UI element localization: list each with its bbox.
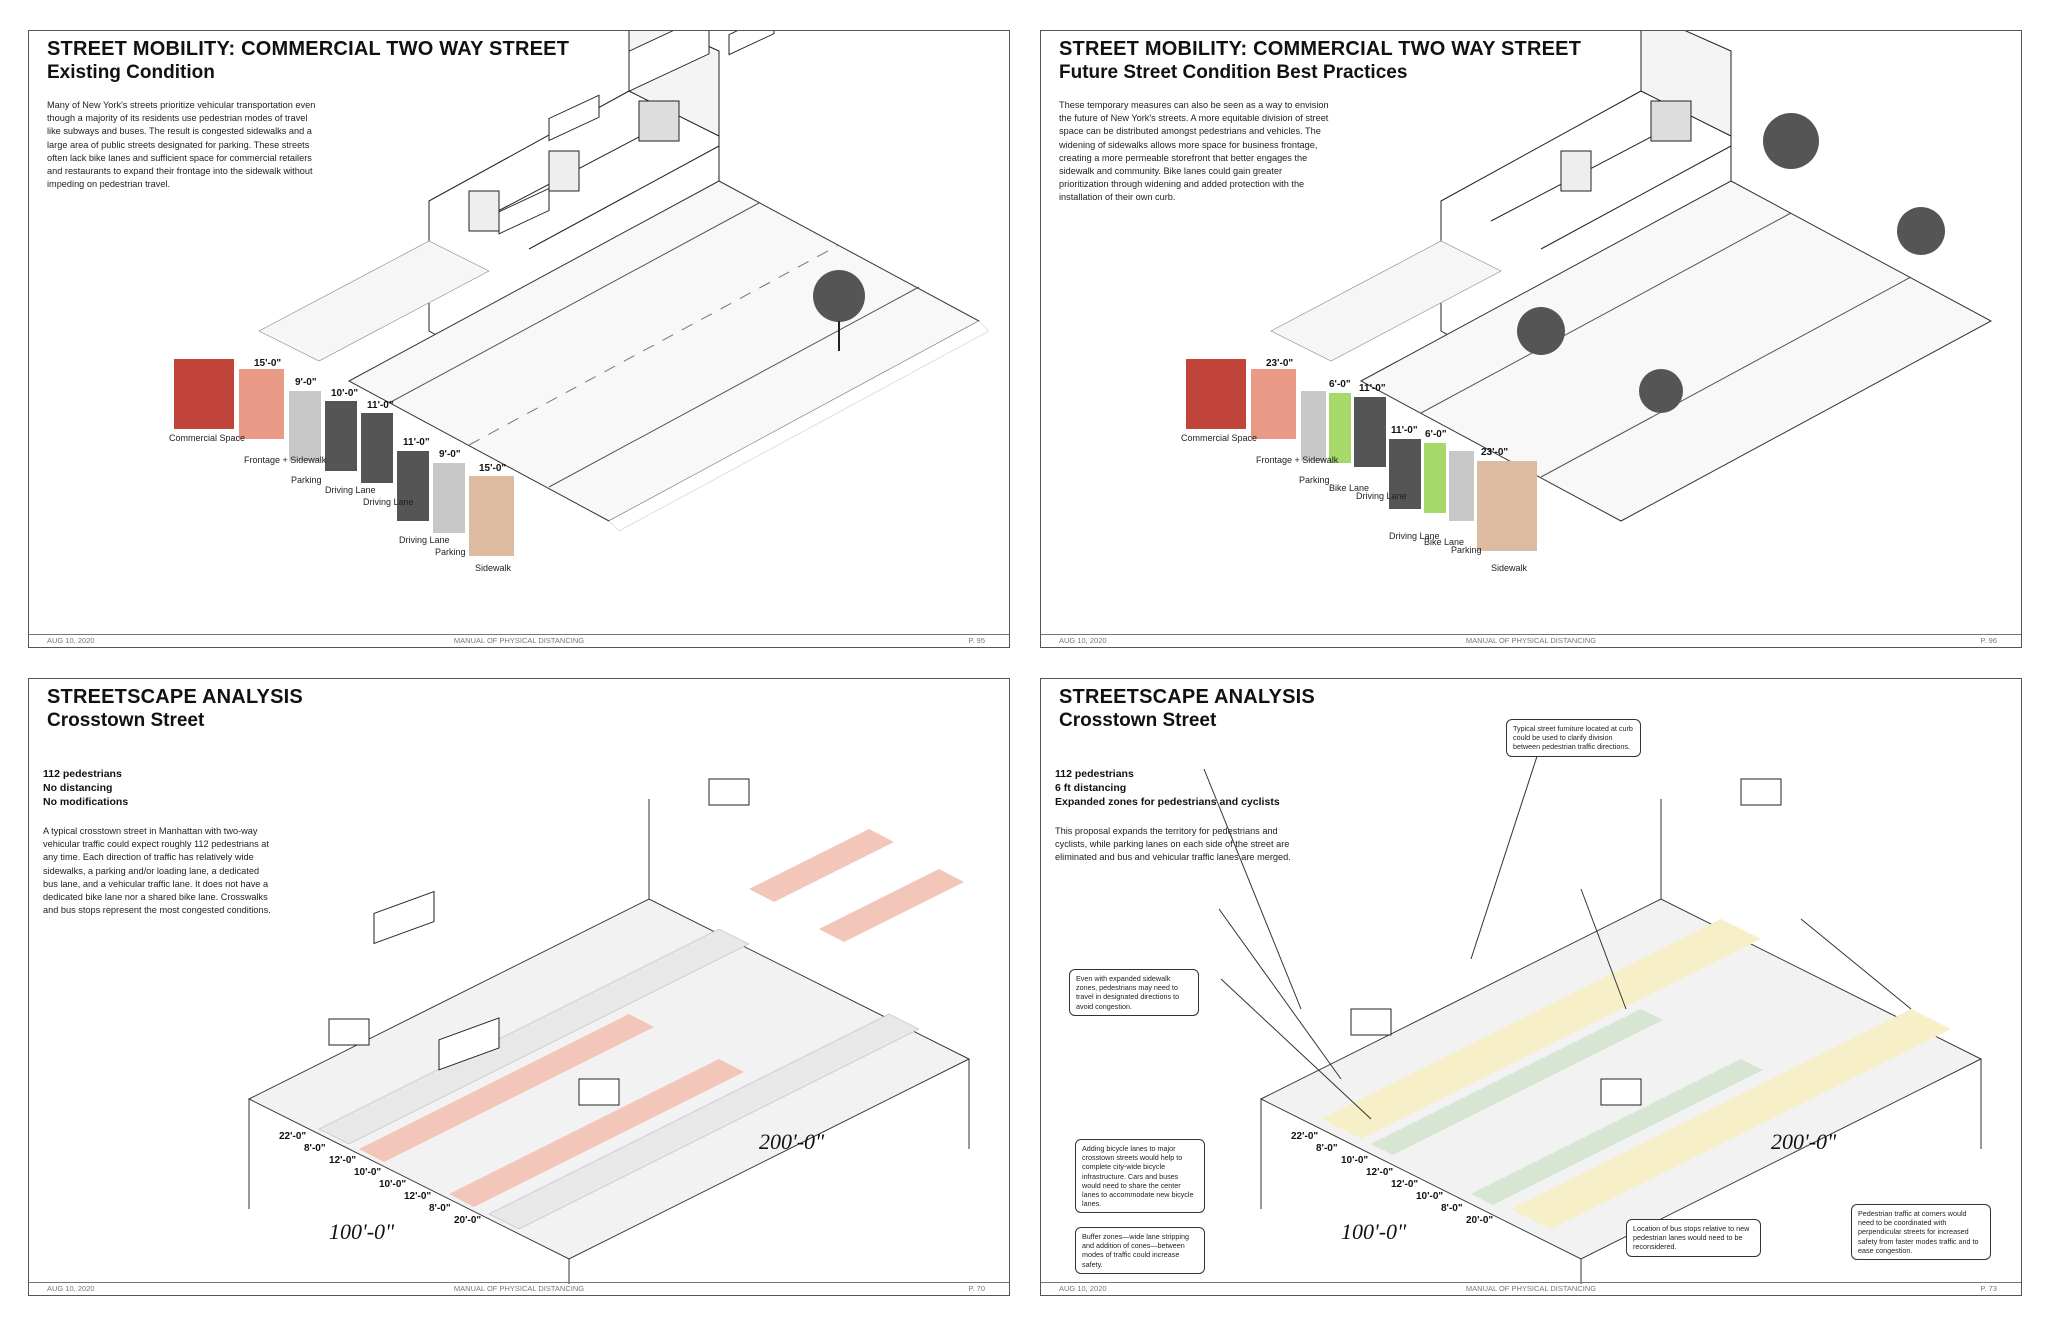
- svg-text:Driving Lane: Driving Lane: [1356, 491, 1407, 501]
- svg-text:22'-0": 22'-0": [279, 1131, 306, 1142]
- svg-text:Bike Lane: Bike Lane: [1329, 483, 1369, 493]
- zone-labels: Commercial Space Frontage + Sidewalk Par…: [1181, 433, 1528, 573]
- panel-title: STREETSCAPE ANALYSIS: [47, 686, 303, 708]
- svg-text:Driving Lane: Driving Lane: [399, 535, 450, 545]
- callout-bus-stops: Location of bus stops relative to new pe…: [1626, 1219, 1761, 1257]
- panel-subtitle: Future Street Condition Best Practices: [1059, 62, 1408, 83]
- page-footer: AUG 10, 2020 MANUAL OF PHYSICAL DISTANCI…: [1041, 634, 2021, 647]
- section-dimensions: 22'-0" 8'-0" 10'-0" 12'-0" 12'-0" 10'-0"…: [1291, 1131, 1493, 1226]
- tree-icon: [1517, 113, 1945, 413]
- streetscape-drawing-proposal: 22'-0" 8'-0" 10'-0" 12'-0" 12'-0" 10'-0"…: [1203, 743, 1983, 1284]
- section-dimensions: 22'-0" 8'-0" 12'-0" 10'-0" 10'-0" 12'-0"…: [279, 1131, 481, 1226]
- svg-text:Parking: Parking: [435, 547, 466, 557]
- svg-text:Sidewalk: Sidewalk: [475, 563, 512, 573]
- callout-street-furniture: Typical street furniture located at curb…: [1506, 719, 1641, 757]
- dimension-short: 100'-0": [329, 1219, 395, 1244]
- section-color-bars: [1186, 359, 1537, 551]
- svg-text:Commercial Space: Commercial Space: [169, 433, 245, 443]
- bike-zone: [1371, 1009, 1763, 1205]
- svg-text:12'-0": 12'-0": [329, 1155, 356, 1166]
- svg-text:11'-0": 11'-0": [367, 400, 394, 411]
- svg-text:20'-0": 20'-0": [454, 1215, 481, 1226]
- panel-body-text: These temporary measures can also be see…: [1059, 100, 1329, 203]
- svg-text:Bike Lane: Bike Lane: [1424, 537, 1464, 547]
- panel-body-text: This proposal expands the territory for …: [1055, 826, 1291, 863]
- section-dimensions: 15'-0" 9'-0" 10'-0" 11'-0" 11'-0" 9'-0" …: [254, 358, 506, 474]
- panel-title: STREETSCAPE ANALYSIS: [1059, 686, 1315, 708]
- dimension-long: 200'-0": [1771, 1129, 1837, 1154]
- svg-text:10'-0": 10'-0": [379, 1179, 406, 1190]
- callout-leaders: [1203, 743, 1912, 1120]
- svg-text:8'-0": 8'-0": [1441, 1203, 1463, 1214]
- svg-text:23'-0": 23'-0": [1481, 447, 1508, 458]
- bus-lane-band: [359, 829, 964, 1207]
- svg-text:8'-0": 8'-0": [429, 1203, 451, 1214]
- svg-text:8'-0": 8'-0": [1316, 1143, 1338, 1154]
- svg-text:9'-0": 9'-0": [439, 449, 461, 460]
- stats-block: 112 pedestrians 6 ft distancing Expanded…: [1055, 768, 1280, 808]
- svg-text:11'-0": 11'-0": [403, 437, 430, 448]
- callout-pedestrian-corners: Pedestrian traffic at corners would need…: [1851, 1204, 1991, 1261]
- panel-title: STREET MOBILITY: COMMERCIAL TWO WAY STRE…: [1059, 38, 1582, 60]
- dimension-long: 200'-0": [759, 1129, 825, 1154]
- panel-existing-condition: STREET MOBILITY: COMMERCIAL TWO WAY STRE…: [28, 30, 1010, 648]
- panel-subtitle: Existing Condition: [47, 62, 215, 83]
- zone-labels: Commercial Space Frontage + Sidewalk Par…: [169, 433, 512, 573]
- svg-text:15'-0": 15'-0": [254, 358, 281, 369]
- svg-text:12'-0": 12'-0": [1366, 1167, 1393, 1178]
- panel-streetscape-proposal: STREETSCAPE ANALYSIS Crosstown Street 11…: [1040, 678, 2022, 1296]
- panel-subtitle: Crosstown Street: [47, 710, 205, 731]
- street-section-drawing-existing: 15'-0" 9'-0" 10'-0" 11'-0" 11'-0" 9'-0" …: [169, 31, 990, 573]
- stats-block: 112 pedestrians No distancing No modific…: [43, 768, 129, 808]
- svg-text:Commercial Space: Commercial Space: [1181, 433, 1257, 443]
- panel-body-text: A typical crosstown street in Manhattan …: [43, 826, 271, 916]
- callout-bicycle-lanes: Adding bicycle lanes to major crosstown …: [1075, 1139, 1205, 1214]
- svg-text:11'-0": 11'-0": [1359, 383, 1386, 394]
- streetscape-drawing-existing: 22'-0" 8'-0" 12'-0" 10'-0" 10'-0" 12'-0"…: [247, 778, 971, 1284]
- svg-text:10'-0": 10'-0": [1341, 1155, 1368, 1166]
- panel-streetscape-existing: STREETSCAPE ANALYSIS Crosstown Street 11…: [28, 678, 1010, 1296]
- svg-text:10'-0": 10'-0": [331, 388, 358, 399]
- svg-text:9'-0": 9'-0": [295, 377, 317, 388]
- svg-text:Sidewalk: Sidewalk: [1491, 563, 1528, 573]
- panel-subtitle: Crosstown Street: [1059, 710, 1217, 731]
- street-section-drawing-future: 23'-0" 6'-0" 11'-0" 11'-0" 6'-0" 23'-0" …: [1181, 31, 1993, 573]
- svg-text:Driving Lane: Driving Lane: [363, 497, 414, 507]
- panel-title: STREET MOBILITY: COMMERCIAL TWO WAY STRE…: [47, 38, 570, 60]
- svg-text:10'-0": 10'-0": [1416, 1191, 1443, 1202]
- svg-text:10'-0": 10'-0": [354, 1167, 381, 1178]
- svg-text:11'-0": 11'-0": [1391, 425, 1418, 436]
- tree-icon: [813, 270, 865, 351]
- svg-text:Parking: Parking: [1451, 545, 1482, 555]
- svg-text:Frontage + Sidewalk: Frontage + Sidewalk: [244, 455, 327, 465]
- dimension-short: 100'-0": [1341, 1219, 1407, 1244]
- svg-text:8'-0": 8'-0": [304, 1143, 326, 1154]
- svg-text:Frontage + Sidewalk: Frontage + Sidewalk: [1256, 455, 1339, 465]
- svg-text:Parking: Parking: [291, 475, 322, 485]
- panel-future-condition: STREET MOBILITY: COMMERCIAL TWO WAY STRE…: [1040, 30, 2022, 648]
- page-footer: AUG 10, 2020 MANUAL OF PHYSICAL DISTANCI…: [29, 1282, 1009, 1295]
- page-footer: AUG 10, 2020 MANUAL OF PHYSICAL DISTANCI…: [29, 634, 1009, 647]
- svg-text:6'-0": 6'-0": [1329, 379, 1351, 390]
- panel-body-text: Many of New York's streets prioritize ve…: [47, 100, 316, 190]
- svg-text:6'-0": 6'-0": [1425, 429, 1447, 440]
- svg-text:20'-0": 20'-0": [1466, 1215, 1493, 1226]
- svg-text:Parking: Parking: [1299, 475, 1330, 485]
- svg-text:12'-0": 12'-0": [404, 1191, 431, 1202]
- svg-text:Driving Lane: Driving Lane: [325, 485, 376, 495]
- page-footer: AUG 10, 2020 MANUAL OF PHYSICAL DISTANCI…: [1041, 1282, 2021, 1295]
- svg-text:12'-0": 12'-0": [1391, 1179, 1418, 1190]
- callout-buffer-zones: Buffer zones—wide lane stripping and add…: [1075, 1227, 1205, 1274]
- svg-text:Driving Lane: Driving Lane: [1389, 531, 1440, 541]
- section-color-bars: [174, 359, 514, 556]
- svg-text:15'-0": 15'-0": [479, 463, 506, 474]
- callout-sidewalk-zones: Even with expanded sidewalk zones, pedes…: [1069, 969, 1199, 1016]
- pedestrian-zone: [1321, 919, 1951, 1229]
- svg-text:22'-0": 22'-0": [1291, 1131, 1318, 1142]
- section-dimensions: 23'-0" 6'-0" 11'-0" 11'-0" 6'-0" 23'-0": [1266, 358, 1508, 458]
- svg-text:23'-0": 23'-0": [1266, 358, 1293, 369]
